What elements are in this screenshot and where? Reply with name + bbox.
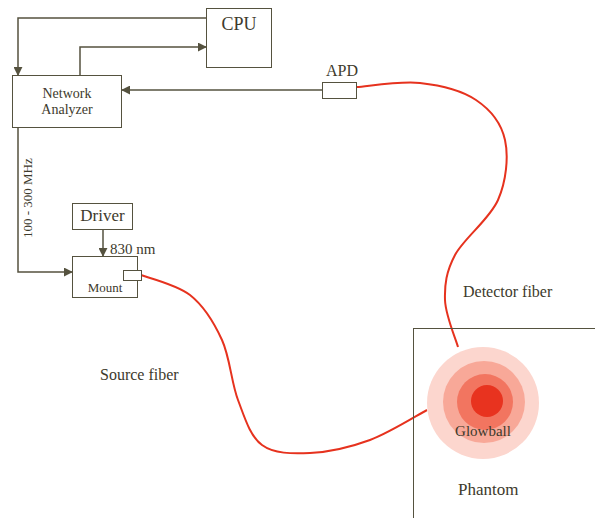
optical-fiber bbox=[138, 274, 427, 453]
wavelength-label: 830 nm bbox=[110, 241, 155, 258]
network-analyzer-box: Network Analyzer bbox=[12, 75, 122, 128]
node-label: Phantom bbox=[458, 481, 518, 500]
optical-fiber bbox=[357, 82, 507, 347]
signal-wire bbox=[102, 230, 104, 256]
node-label: APD bbox=[326, 62, 358, 80]
node-label: CPU bbox=[221, 15, 256, 35]
cpu-box: CPU bbox=[206, 8, 272, 68]
signal-wire bbox=[80, 47, 206, 75]
mount-box: Mount bbox=[72, 256, 138, 298]
signal-wire bbox=[18, 128, 72, 272]
signal-wire bbox=[18, 18, 206, 75]
signal-wire bbox=[122, 89, 322, 91]
node-label: Mount bbox=[88, 281, 123, 295]
node-label: Network Analyzer bbox=[28, 86, 106, 117]
fiber-connector bbox=[123, 270, 142, 281]
node-label: Driver bbox=[80, 207, 124, 226]
glowball-circle: Glowball bbox=[427, 347, 539, 459]
node-label: Glowball bbox=[427, 423, 539, 440]
fiber-label: Detector fiber bbox=[463, 283, 552, 301]
phantom-box: Phantom Glowball bbox=[413, 328, 595, 518]
apd-box: APD bbox=[322, 82, 357, 99]
fiber-label: Source fiber bbox=[100, 366, 179, 384]
driver-box: Driver bbox=[72, 203, 133, 230]
frequency-label: 100 - 300 MHz bbox=[21, 158, 35, 238]
glowball-rings bbox=[427, 347, 539, 459]
